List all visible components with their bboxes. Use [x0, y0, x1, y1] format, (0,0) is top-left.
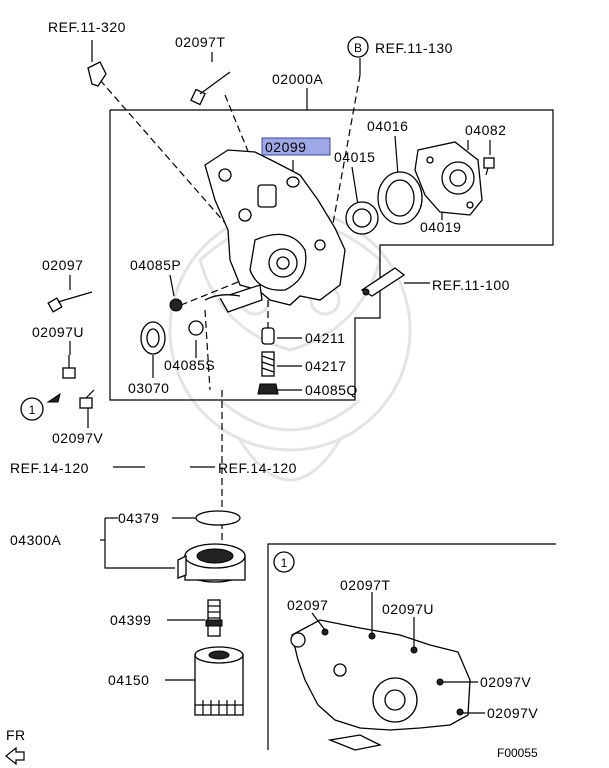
pump-cover-04019	[414, 141, 483, 216]
bolt-02097T	[190, 71, 231, 106]
ref-11-100-gasket	[360, 267, 406, 297]
label-fr: FR	[6, 727, 26, 743]
label-04085Q[interactable]: 04085Q	[305, 382, 358, 398]
bolt-02097U	[62, 355, 76, 379]
callout-1-number: 1	[29, 403, 36, 417]
oil-cooler-04300A	[177, 543, 246, 583]
label-ref-14-120-left[interactable]: REF.14-120	[10, 460, 89, 476]
arrow-to-callout	[20, 392, 61, 421]
label-02099[interactable]: 02099	[265, 139, 306, 155]
inset-label-02097V-b[interactable]: 02097V	[487, 705, 538, 721]
outer-rotor-04016	[377, 171, 423, 225]
inset-label-02097U[interactable]: 02097U	[382, 601, 434, 617]
label-04150[interactable]: 04150	[108, 672, 149, 688]
o-ring-02099	[286, 176, 300, 188]
assembly-frame	[109, 109, 554, 401]
label-04379[interactable]: 04379	[118, 510, 159, 526]
connector-04399	[205, 599, 223, 637]
label-ref-11-100[interactable]: REF.11-100	[432, 277, 510, 293]
label-02000A[interactable]: 02000A	[272, 71, 323, 87]
inset-frame	[267, 543, 556, 750]
oil-filter-04150	[194, 646, 244, 716]
hose-ref-14-120-right	[180, 443, 206, 498]
figure-code: F00055	[497, 746, 538, 760]
gasket-04379	[195, 510, 241, 526]
label-ref-14-120-right[interactable]: REF.14-120	[218, 460, 297, 476]
label-ref-11-320[interactable]: REF.11-320	[48, 19, 126, 35]
label-04085S[interactable]: 04085S	[164, 357, 215, 373]
plug-04085P	[169, 298, 183, 312]
label-04082[interactable]: 04082	[465, 122, 506, 138]
leader-lines	[69, 40, 491, 681]
oil-pump-body	[204, 149, 346, 313]
inset-label-02097V-a[interactable]: 02097V	[480, 674, 531, 690]
screw-04082	[483, 157, 495, 176]
label-02097U[interactable]: 02097U	[32, 324, 84, 340]
label-02097T[interactable]: 02097T	[175, 34, 225, 50]
relief-spring-04217	[261, 351, 275, 377]
inner-rotor-04015	[345, 201, 379, 235]
plug-04085S	[188, 320, 204, 336]
label-04211[interactable]: 04211	[305, 330, 345, 346]
front-direction-icon	[5, 746, 25, 766]
label-04085P[interactable]: 04085P	[130, 257, 181, 273]
label-04019[interactable]: 04019	[420, 219, 461, 235]
bolt-02097V	[79, 389, 95, 409]
ref-11-320-clamp	[87, 61, 107, 87]
label-04217[interactable]: 04217	[305, 358, 346, 374]
plug-04085Q	[257, 383, 279, 395]
inset-callout-circle	[273, 551, 295, 573]
inset-leader-lines	[311, 592, 485, 714]
inset-label-02097[interactable]: 02097	[287, 597, 328, 613]
label-04016[interactable]: 04016	[367, 118, 408, 134]
bolt-02097	[47, 291, 93, 313]
inset-callout-number: 1	[281, 556, 288, 570]
label-04300A[interactable]: 04300A	[10, 532, 61, 548]
label-03070[interactable]: 03070	[128, 380, 169, 396]
label-02097V[interactable]: 02097V	[52, 430, 103, 446]
ref-b-circle	[347, 36, 369, 58]
ref-b-letter: B	[354, 41, 362, 55]
label-04399[interactable]: 04399	[110, 612, 151, 628]
hose-ref-14-120-left	[147, 443, 173, 493]
highlight-02099	[261, 137, 331, 156]
oil-seal-03070	[140, 321, 166, 355]
inset-oil-pump	[290, 619, 471, 751]
relief-plunger-04211	[261, 327, 275, 345]
inset-label-02097T[interactable]: 02097T	[340, 577, 390, 593]
label-ref-11-130[interactable]: REF.11-130	[375, 40, 453, 56]
label-02097[interactable]: 02097	[42, 257, 83, 273]
label-04015[interactable]: 04015	[334, 149, 375, 165]
